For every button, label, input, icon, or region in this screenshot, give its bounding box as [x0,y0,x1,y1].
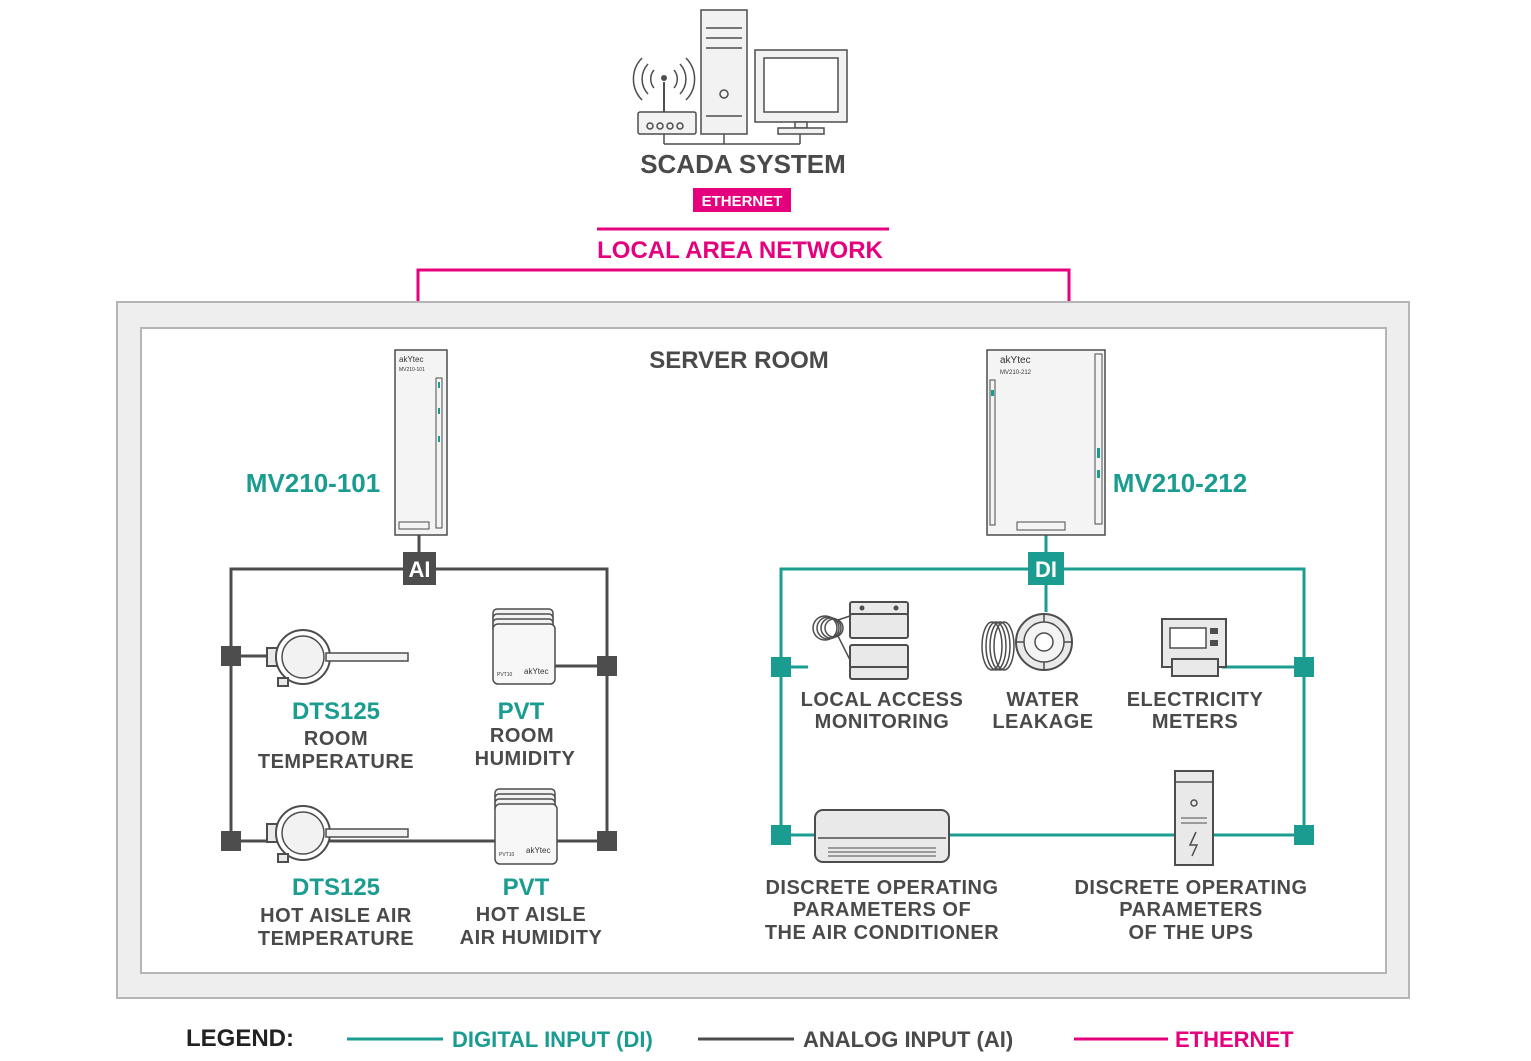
aircon-line2: PARAMETERS OF [793,899,971,921]
pvt-room-model: PVT10 [497,672,513,678]
legend: LEGEND: DIGITAL INPUT (DI) ANALOG INPUT … [186,1025,1294,1052]
dts125-hot-line2: TEMPERATURE [258,928,414,950]
mv210-212-model: MV210-212 [1000,370,1032,376]
legend-ethernet-label: ETHERNET [1175,1027,1294,1052]
pvt-room-brand: akYtec [524,667,548,676]
di-port-label: DI [1035,557,1057,582]
mv210-101-module: akYtec MV210-101 [394,349,448,536]
door-contact-icon [812,601,909,680]
dts125-hot-name: DTS125 [292,874,380,901]
dts125-room-line1: ROOM [304,728,368,750]
pvt-room-line1: ROOM [490,725,554,747]
legend-di-label: DIGITAL INPUT (DI) [452,1027,653,1052]
mv210-101-brand: akYtec [399,355,423,364]
pvt-room-line2: HUMIDITY [475,748,576,770]
access-line2: MONITORING [815,711,950,733]
dts125-hot-line1: HOT AISLE AIR [260,905,412,927]
ethernet-badge-label: ETHERNET [702,193,783,210]
ups-line2: PARAMETERS [1119,899,1263,921]
mv210-212-module: akYtec MV210-212 [986,349,1106,536]
router-icon [632,57,697,135]
pvt-sensor-icon: PVT10 akYtec [494,788,558,865]
pvt-hot-brand: akYtec [526,846,550,855]
water-line2: LEAKAGE [992,711,1093,733]
scada-title: SCADA SYSTEM [640,149,846,179]
pvt-hot-name: PVT [503,874,550,901]
pvt-hot-line2: AIR HUMIDITY [460,927,603,949]
aircon-line1: DISCRETE OPERATING [765,877,998,899]
di-port-badge [1028,552,1064,585]
server-room-title: SERVER ROOM [649,347,829,374]
lan-label: LOCAL AREA NETWORK [597,237,883,264]
legend-ai-label: ANALOG INPUT (AI) [803,1027,1013,1052]
mv210-212-brand: akYtec [1000,355,1031,366]
meters-line2: METERS [1152,711,1238,733]
mv210-212-label: MV210-212 [1113,468,1247,498]
monitor-icon [754,49,848,135]
ai-port-label: AI [409,557,431,582]
dts125-sensor-icon [266,629,409,687]
ups-line1: DISCRETE OPERATING [1074,877,1307,899]
pvt-hot-model: PVT10 [499,852,515,858]
air-conditioner-icon [814,809,950,863]
pvt-hot-line1: HOT AISLE [476,904,586,926]
ai-port-badge [403,552,436,585]
ups-line3: OF THE UPS [1128,922,1253,944]
meters-line1: ELECTRICITY [1127,689,1264,711]
pc-tower-icon [700,9,748,135]
electricity-meter-icon [1161,618,1227,677]
dts125-room-name: DTS125 [292,698,380,725]
aircon-line3: THE AIR CONDITIONER [765,922,999,944]
access-line1: LOCAL ACCESS [801,689,964,711]
pvt-sensor-icon: PVT10 akYtec [492,608,556,685]
legend-title: LEGEND: [186,1025,294,1052]
mv210-101-model: MV210-101 [399,367,425,373]
water-leak-sensor-icon [981,613,1073,671]
water-line1: WATER [1006,689,1079,711]
ups-icon [1174,770,1214,866]
ethernet-badge [693,188,791,212]
dts125-room-line2: TEMPERATURE [258,751,414,773]
dts125-sensor-icon [266,805,409,863]
pvt-room-name: PVT [498,698,545,725]
mv210-101-label: MV210-101 [246,468,380,498]
